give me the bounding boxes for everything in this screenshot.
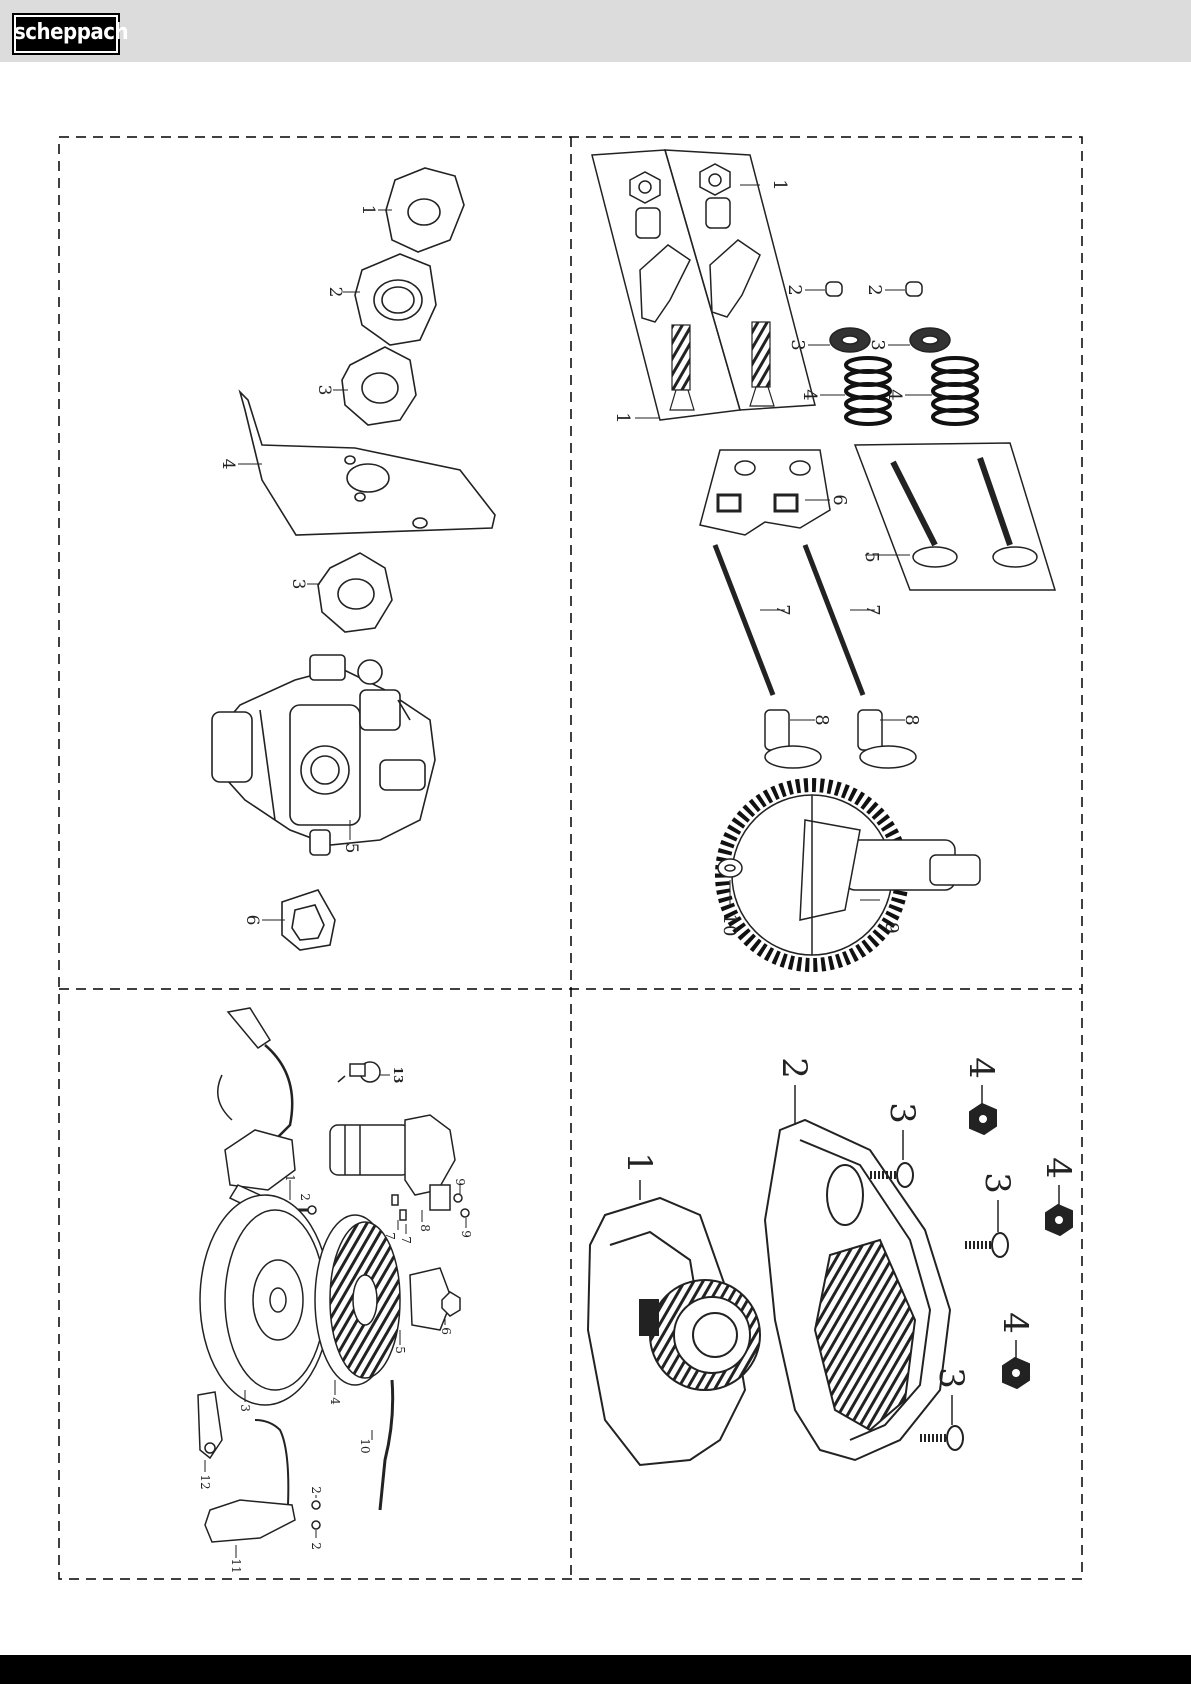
carburetor-assembly <box>212 168 495 950</box>
callout-label: 5 <box>393 1346 407 1354</box>
callout-label: 4 <box>328 1397 342 1405</box>
rocker-studs <box>670 322 774 410</box>
callout-label: 4 <box>961 1057 1001 1079</box>
housing-1 <box>588 1198 760 1465</box>
callout-label: 2 <box>309 1486 323 1494</box>
callout-label: 4 <box>1038 1157 1078 1179</box>
recoil-cover-2 <box>765 1120 950 1460</box>
rocker-arm-right <box>710 240 760 317</box>
footer-bar <box>0 1655 1191 1684</box>
callout-label: 3 <box>931 1367 971 1389</box>
callout-label: 10 <box>719 914 740 937</box>
callout-label: 7 <box>862 604 883 615</box>
valves-5 <box>893 458 1037 567</box>
callout-label: 3 <box>882 1102 922 1124</box>
callout-label: 4 <box>884 389 905 400</box>
callout-label: 7 <box>383 1232 397 1240</box>
spark-plug-cap <box>228 1008 270 1048</box>
callout-label: 2 <box>864 284 885 295</box>
tappets-8 <box>765 710 916 768</box>
callout-label: 9 <box>881 922 902 933</box>
callout-label: 1 <box>612 412 633 423</box>
guide-plate-6 <box>700 450 830 535</box>
callout-label: 5 <box>341 843 361 854</box>
callout-label: 2 <box>784 284 805 295</box>
callout-label: 2 <box>309 1542 323 1550</box>
callout-label: 8 <box>418 1224 432 1232</box>
callout-label: 4 <box>218 459 238 470</box>
callout-label: 6 <box>439 1327 453 1335</box>
callout-label: 2 <box>298 1193 312 1201</box>
callout-label: 6 <box>829 494 850 505</box>
callout-label: 5 <box>861 551 882 562</box>
callout-label: 7 <box>772 604 793 615</box>
callout-label: 12 <box>198 1474 212 1489</box>
callout-label: 3 <box>314 385 334 396</box>
callout-label: 1 <box>619 1152 659 1174</box>
callout-label: 13 <box>391 1067 405 1084</box>
callout-label: 2 <box>325 287 345 298</box>
callout-label: 4 <box>799 389 820 400</box>
callout-label: 11 <box>229 1558 243 1573</box>
callout-label: 3 <box>787 339 808 350</box>
rocker-arm-left <box>640 245 690 322</box>
cooling-fan-4 <box>315 1215 400 1385</box>
valve-springs <box>846 358 977 424</box>
leader-lines-q2 <box>635 185 932 905</box>
callout-label: 3 <box>867 339 888 350</box>
callout-label: 9 <box>453 1178 467 1186</box>
callout-label: 8 <box>901 714 922 725</box>
ignition-assembly <box>198 1008 469 1542</box>
carburetor-5 <box>212 655 435 855</box>
valve-train-assembly <box>592 150 1055 965</box>
callout-label: 10 <box>358 1438 372 1453</box>
callout-label: 9 <box>459 1230 473 1238</box>
callout-label: 1 <box>283 1174 297 1182</box>
callout-label: 6 <box>242 915 262 926</box>
callout-label: 3 <box>977 1172 1017 1194</box>
cover-assembly <box>588 1104 1072 1465</box>
callout-label: 2 <box>774 1057 814 1079</box>
callout-label: 1 <box>358 205 378 216</box>
oil-switch-13 <box>338 1062 380 1082</box>
flywheel-3 <box>200 1195 330 1405</box>
callout-label: 4 <box>995 1312 1035 1334</box>
ignition-module-11 <box>205 1500 295 1542</box>
callout-label: 3 <box>238 1404 252 1412</box>
callout-label: 1 <box>769 179 790 190</box>
callout-label: 7 <box>399 1236 413 1244</box>
callout-label: 8 <box>811 714 832 725</box>
callout-label: 3 <box>288 579 308 590</box>
camshaft-9 <box>722 785 980 965</box>
